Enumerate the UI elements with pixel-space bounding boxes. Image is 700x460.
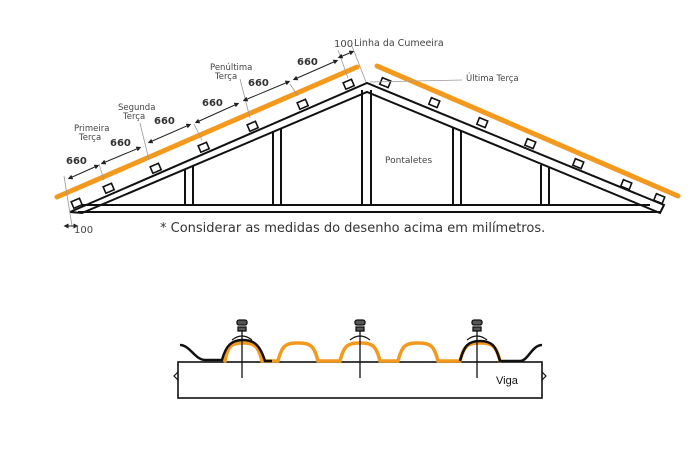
label-line: Primeira (74, 124, 109, 134)
posts (184, 90, 550, 205)
spacing-4: 660 (202, 98, 223, 109)
spacing-2: 660 (110, 138, 131, 149)
roof-truss (54, 63, 681, 215)
label-line: Segunda (118, 103, 155, 113)
eave-offset: 100 (74, 225, 93, 236)
spacing-6: 660 (297, 57, 318, 68)
label-line: Terça (122, 112, 145, 122)
purlins (70, 76, 666, 210)
label-ultima: Última Terça (466, 72, 519, 84)
label-line: Terça (78, 133, 101, 143)
tile-right (374, 63, 681, 199)
tile-left (54, 64, 360, 200)
spacing-5: 660 (248, 78, 269, 89)
spacing-1: 660 (66, 156, 87, 167)
ridge-line-label: Linha da Cumeeira (354, 38, 444, 49)
screw (231, 319, 488, 378)
dimension-lines (63, 45, 463, 229)
measurement-note: * Considerar as medidas do desenho acima… (160, 221, 545, 236)
posts-label: Pontaletes (385, 156, 432, 166)
break-marks (173, 371, 547, 381)
bottom-chord (78, 204, 660, 213)
rafters (69, 81, 666, 215)
label-line: Penúltima (210, 63, 252, 73)
adjacent-tile-left (179, 338, 272, 363)
label-line: Terça (214, 72, 237, 82)
ridge-offset: 100 (334, 39, 353, 50)
dimension-labels: 660 660 660 660 660 660 100 Linha da Cum… (66, 38, 545, 236)
adjacent-tile-right (458, 339, 543, 363)
fastening-detail: Viga (173, 319, 547, 399)
beam-label: Viga (496, 375, 519, 387)
spacing-3: 660 (154, 116, 175, 127)
tile-profile (223, 341, 502, 363)
